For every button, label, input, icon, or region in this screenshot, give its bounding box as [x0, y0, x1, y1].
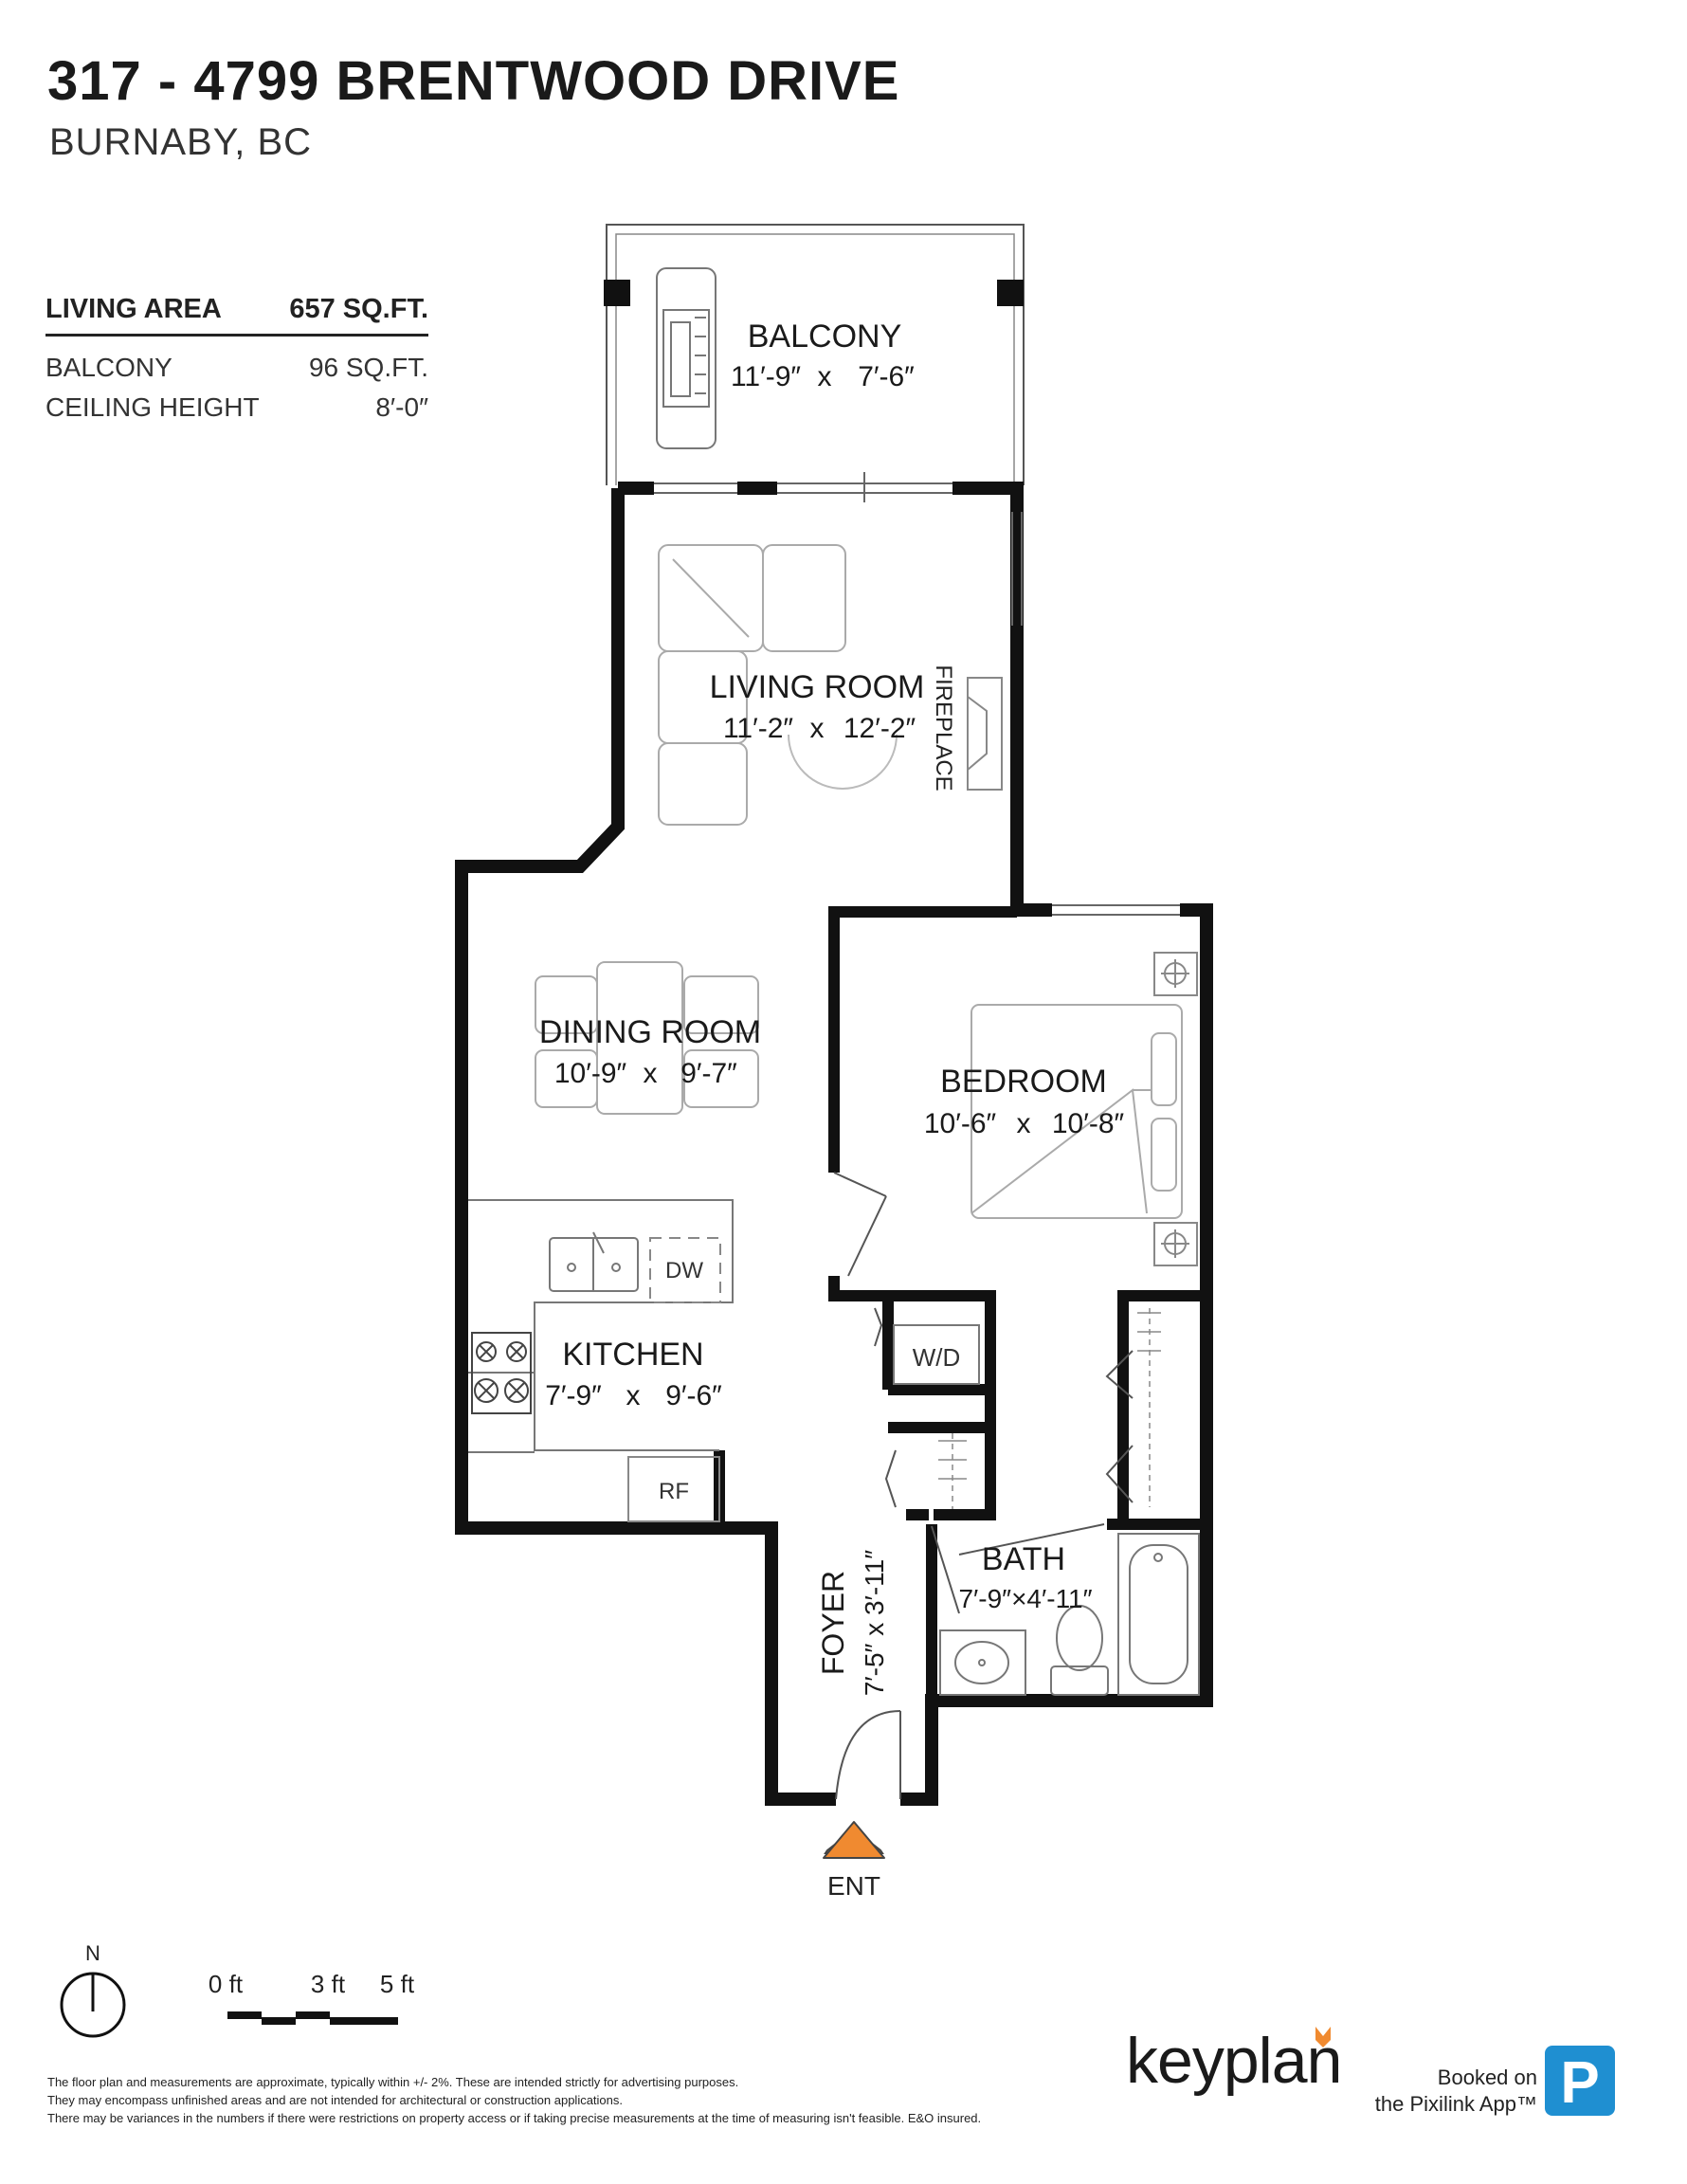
- room-height: 7′-6″: [858, 361, 915, 392]
- disclaimer-line: They may encompass unfinished areas and …: [47, 2093, 624, 2107]
- dishwasher-icon: [649, 1237, 721, 1303]
- room-label-living: LIVING ROOM 11′-2″ x 12′-2″: [710, 669, 925, 744]
- keyplan-fox-icon: [1315, 2027, 1331, 2048]
- refrigerator-icon: [627, 1456, 720, 1522]
- room-name: FOYER: [816, 1571, 850, 1675]
- scale-label-5: 5 ft: [380, 1970, 415, 1998]
- entrance-label: ENT: [827, 1871, 880, 1901]
- fireplace-icon: [967, 677, 1003, 791]
- booked-on-text: Booked on the Pixilink App™: [1357, 2065, 1537, 2118]
- compass-label: N: [85, 1941, 100, 1965]
- stat-balcony: BALCONY 96 SQ.FT.: [45, 348, 428, 388]
- nightstand-icon: [1153, 952, 1198, 1266]
- disclaimer-line: The floor plan and measurements are appr…: [47, 2075, 739, 2089]
- room-height: 9′-6″: [665, 1380, 722, 1411]
- room-name: BATH: [982, 1541, 1065, 1577]
- stat-value: 96 SQ.FT.: [308, 353, 428, 382]
- room-dims: 7′-5″ x 3′-11″: [860, 1550, 889, 1696]
- fireplace-label: FIREPLACE: [931, 664, 956, 791]
- room-label-kitchen: KITCHEN 7′-9″ x 9′-6″: [545, 1337, 722, 1411]
- room-times: x: [810, 713, 825, 744]
- booked-line-1: Booked on: [1437, 2066, 1537, 2089]
- exterior-walls: [455, 482, 1213, 1806]
- room-dims: 7′-9″×4′-11″: [958, 1584, 1092, 1613]
- room-width: 10′-6″: [924, 1108, 997, 1139]
- stat-label: CEILING HEIGHT: [45, 392, 260, 422]
- room-name: BALCONY: [748, 318, 902, 355]
- room-name: LIVING ROOM: [710, 669, 925, 705]
- room-name: KITCHEN: [562, 1337, 703, 1373]
- keyplan-logo: keyplan: [1126, 2025, 1342, 2097]
- room-height: 10′-8″: [1052, 1108, 1125, 1139]
- coffee-table-icon: [788, 734, 898, 790]
- room-name: DINING ROOM: [539, 1014, 761, 1050]
- room-label-bath: BATH 7′-9″×4′-11″: [958, 1541, 1092, 1613]
- room-height: 9′-7″: [680, 1058, 737, 1089]
- dishwasher-label: DW: [665, 1258, 703, 1283]
- balcony-area: [604, 224, 1025, 485]
- bathtub-icon: [1117, 1533, 1200, 1696]
- entrance-triangle: [823, 1821, 885, 1859]
- room-times: x: [1017, 1108, 1031, 1139]
- refrigerator-label: RF: [659, 1479, 689, 1504]
- room-name: BEDROOM: [940, 1064, 1107, 1100]
- toilet-icon: [1050, 1605, 1109, 1696]
- kitchen-counters: [468, 1199, 734, 1453]
- room-times: x: [818, 361, 832, 392]
- sofa-icon: [658, 544, 846, 826]
- stove-icon: [471, 1332, 532, 1414]
- windows: [654, 472, 1180, 916]
- app-icon-letter: P: [1560, 2050, 1599, 2116]
- booked-line-2: the Pixilink App™: [1374, 2092, 1537, 2116]
- room-width: 11′-9″: [731, 361, 801, 392]
- stat-label: LIVING AREA: [45, 294, 222, 324]
- bed-icon: [970, 1004, 1183, 1219]
- room-width: 7′-9″: [545, 1380, 602, 1411]
- page-title: 317 - 4799 BRENTWOOD DRIVE: [47, 50, 900, 112]
- stat-living-area: LIVING AREA 657 SQ.FT.: [45, 284, 428, 337]
- doors: [833, 1172, 1134, 1800]
- disclaimer: The floor plan and measurements are appr…: [47, 2073, 981, 2127]
- bbq-icon: [656, 267, 717, 449]
- scale-label-3: 3 ft: [311, 1970, 346, 1998]
- interior-walls: [714, 906, 1206, 1701]
- disclaimer-line: There may be variances in the numbers if…: [47, 2111, 982, 2125]
- page-subtitle: BURNABY, BC: [49, 121, 313, 163]
- closet-rods: [938, 1308, 1161, 1509]
- washer-dryer-label: W/D: [913, 1343, 961, 1372]
- area-stats: LIVING AREA 657 SQ.FT. BALCONY 96 SQ.FT.…: [45, 284, 428, 428]
- stat-value: 8′-0″: [375, 392, 428, 422]
- room-height: 12′-2″: [844, 713, 916, 744]
- room-label-foyer: FOYER 7′-5″ x 3′-11″: [816, 1550, 889, 1696]
- pixilink-app-icon: P: [1545, 2046, 1615, 2116]
- room-times: x: [626, 1380, 641, 1411]
- room-times: x: [644, 1058, 658, 1089]
- scale-label-0: 0 ft: [209, 1970, 244, 1998]
- compass-icon: N: [60, 1941, 126, 2038]
- room-label-dining: DINING ROOM 10′-9″ x 9′-7″: [539, 1014, 761, 1089]
- stat-ceiling-height: CEILING HEIGHT 8′-0″: [45, 388, 428, 428]
- stat-label: BALCONY: [45, 353, 172, 382]
- dining-table-icon: [535, 961, 759, 1115]
- scale-bar: 0 ft 3 ft 5 ft: [209, 1970, 415, 2025]
- room-label-balcony: BALCONY 11′-9″ x 7′-6″: [731, 318, 915, 392]
- room-label-bedroom: BEDROOM 10′-6″ x 10′-8″: [924, 1064, 1125, 1139]
- room-width: 11′-2″: [723, 713, 793, 744]
- room-width: 10′-9″: [554, 1058, 627, 1089]
- washer-dryer-icon: [893, 1324, 980, 1385]
- sink-icon: [939, 1629, 1026, 1696]
- stat-value: 657 SQ.FT.: [289, 294, 428, 324]
